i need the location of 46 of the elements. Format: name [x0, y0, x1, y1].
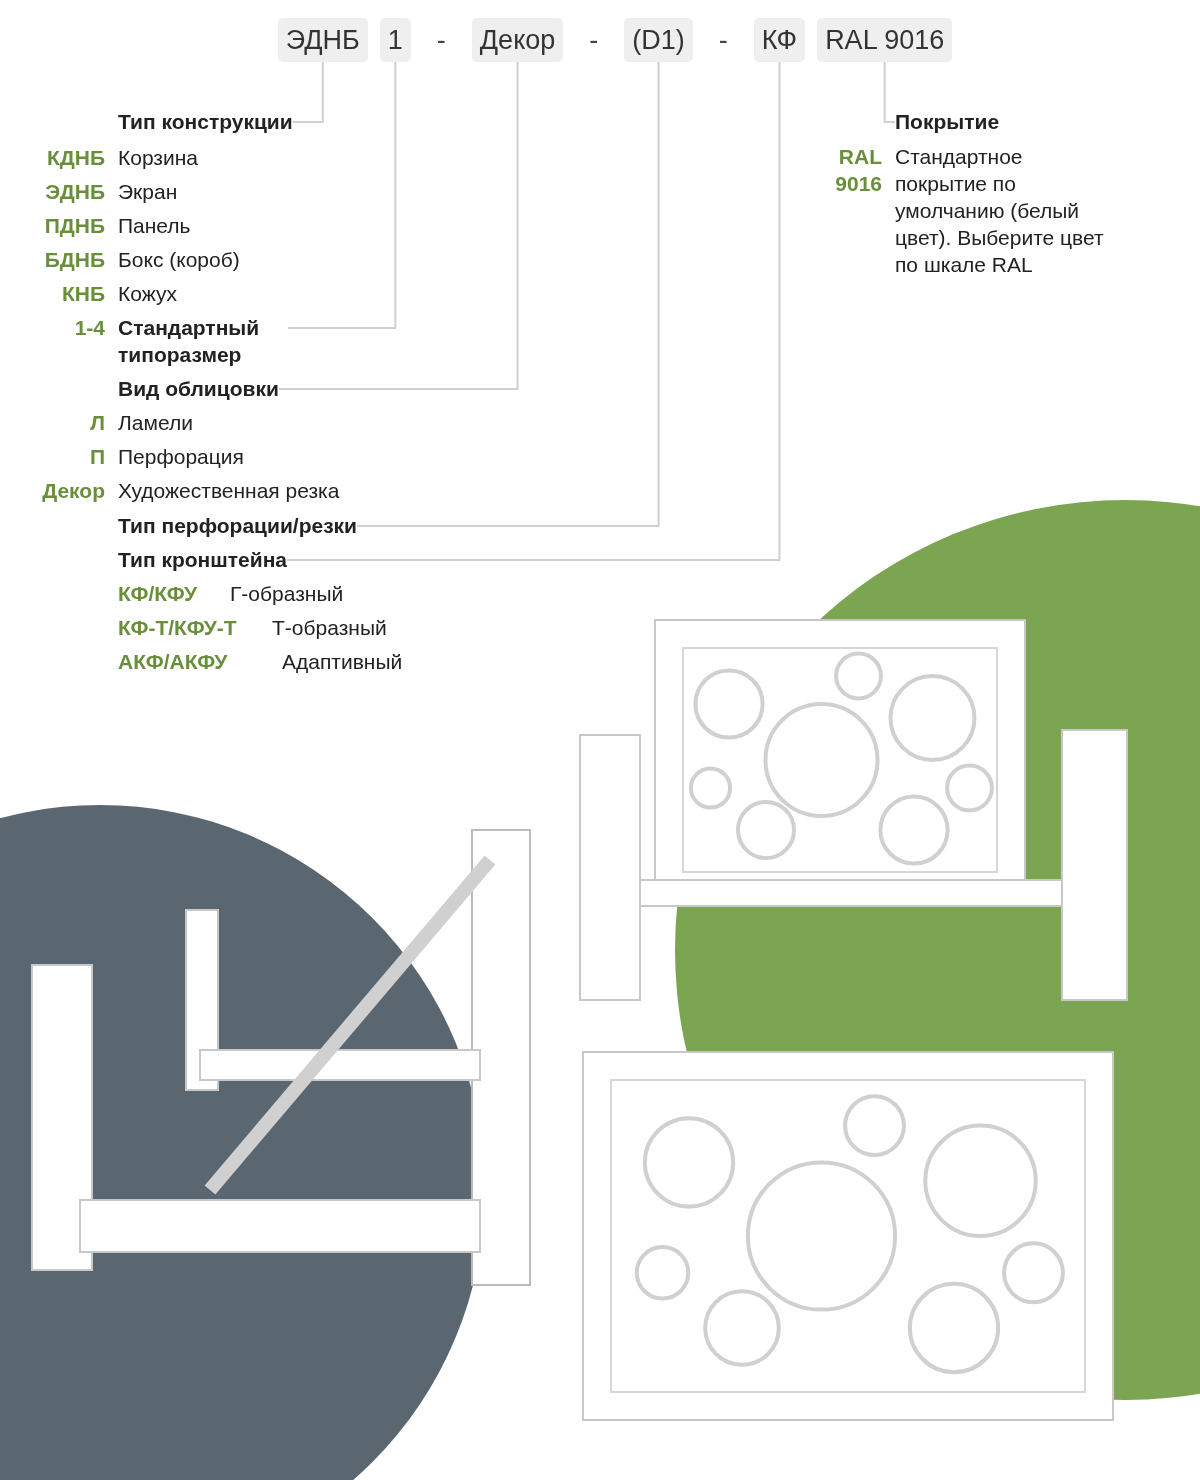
description-text: Ламели — [118, 410, 193, 436]
description-text: Панель — [118, 213, 191, 239]
code-segment-box: КФ — [753, 18, 806, 62]
code-segment-box: Декор — [471, 18, 564, 62]
leader-line — [277, 61, 519, 390]
section-heading: Вид облицовки — [118, 375, 279, 402]
description-text: Бокс (короб) — [118, 247, 240, 273]
code-text: АКФ/АКФУ — [118, 649, 228, 675]
section-heading: Тип перфорации/резки — [118, 512, 357, 539]
description-text: Художественная резка — [118, 478, 340, 504]
description-text: Перфорация — [118, 444, 244, 470]
separator-text: - — [717, 24, 729, 56]
section-heading: Тип кронштейна — [118, 546, 288, 573]
section-heading: Стандартный типоразмер — [118, 314, 288, 368]
description-text: Кожух — [118, 281, 177, 307]
code-text: БДНБ — [44, 247, 105, 273]
code-text: КФ-Т/КФУ-Т — [118, 615, 237, 641]
description-text: Стандартное покрытие по умолчанию (белый цвет). Выберите цвет по шкале RAL — [895, 144, 1105, 278]
description-text: Экран — [118, 179, 178, 205]
code-text: П — [89, 444, 105, 470]
code-text: 1-4 — [74, 315, 105, 341]
leader-line — [286, 61, 781, 561]
separator-text: - — [435, 24, 447, 56]
code-segment-box: ЭДНБ — [277, 18, 368, 62]
code-text: RAL 9016 — [834, 144, 882, 197]
section-heading: Тип конструкции — [118, 108, 293, 135]
code-text: Л — [90, 410, 105, 436]
code-segment-box: (D1) — [624, 18, 693, 62]
leader-line — [883, 61, 896, 123]
section-heading: Покрытие — [895, 108, 1000, 135]
description-text: Корзина — [118, 145, 198, 171]
description-text: Адаптивный — [282, 649, 403, 675]
leader-line — [291, 61, 324, 123]
code-text: КДНБ — [46, 145, 105, 171]
code-text: Декор — [42, 478, 105, 504]
code-text: ПДНБ — [44, 213, 105, 239]
code-text: ЭДНБ — [45, 179, 105, 205]
description-text: Г-образный — [230, 581, 344, 607]
code-segment-box: RAL 9016 — [817, 18, 953, 62]
leader-line — [287, 61, 397, 329]
description-text: Т-образный — [272, 615, 387, 641]
separator-text: - — [588, 24, 600, 56]
code-text: КНБ — [61, 281, 105, 307]
code-segment-box: 1 — [379, 18, 411, 62]
leader-line — [356, 61, 660, 527]
code-text: КФ/КФУ — [118, 581, 198, 607]
